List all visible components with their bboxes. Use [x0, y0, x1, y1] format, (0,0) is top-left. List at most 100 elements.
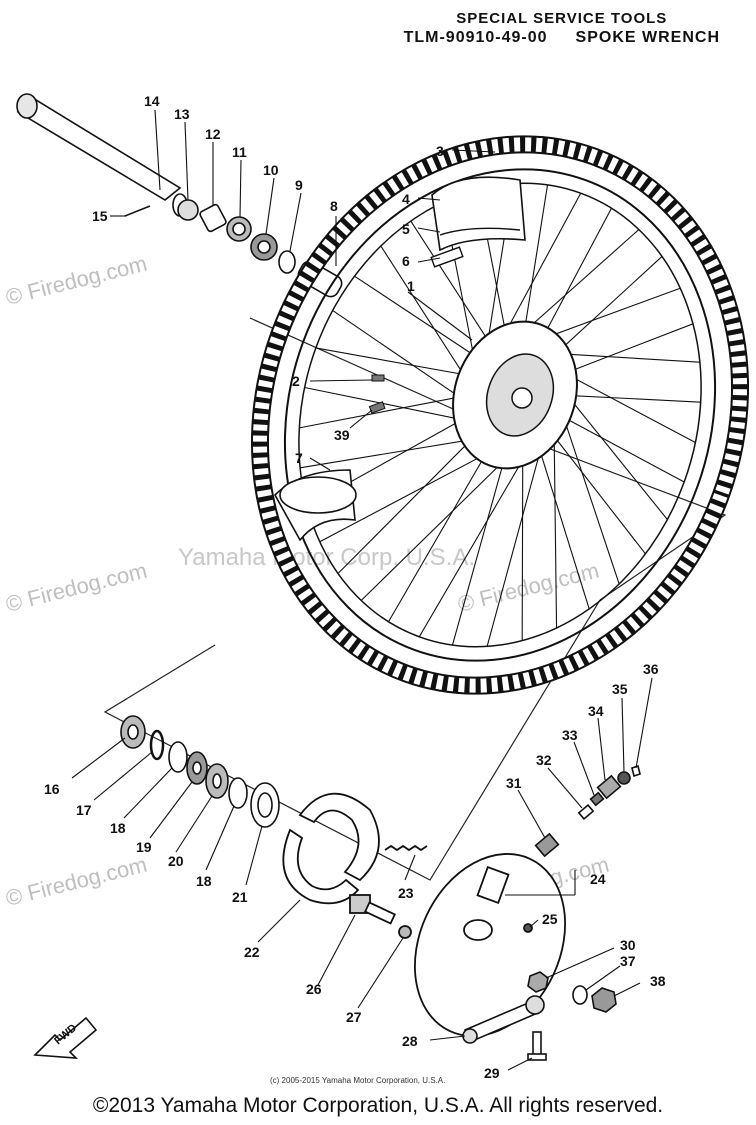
cable-adjuster-group: [534, 764, 641, 858]
watermark-firedog-2: © Firedog.com: [3, 558, 149, 617]
part-34-adjuster: [596, 774, 622, 800]
tool-name: SPOKE WRENCH: [575, 29, 720, 46]
label-part-33: 33: [562, 727, 578, 743]
part-5-rim-band: [439, 227, 521, 236]
part-12-spacer: [199, 203, 227, 233]
assembly-outline-upper: [249, 317, 727, 601]
spokes: [299, 183, 701, 647]
small-copyright: (c) 2005-2015 Yamaha Motor Corporation, …: [270, 1076, 446, 1085]
part-4-tube: [431, 176, 526, 252]
front-wheel-assembly: [250, 135, 750, 695]
label-part-18: 18: [110, 820, 126, 836]
part-39-spoke: [368, 401, 386, 414]
spoke: [354, 275, 481, 361]
label-part-18b: 18: [196, 873, 212, 889]
spoke: [380, 245, 472, 386]
label-part-28: 28: [402, 1033, 418, 1049]
brake-plate-boss: [463, 919, 493, 941]
spoke: [304, 386, 477, 424]
part-9-oil-seal: [278, 250, 296, 274]
leader-lines: [71, 109, 653, 1071]
watermark-firedog-1: © Firedog.com: [3, 251, 149, 310]
hub-internal-parts: [120, 715, 280, 828]
spoke: [299, 394, 471, 429]
tool-number: TLM-90910-49-00: [403, 29, 548, 46]
special-tools-header: SPECIAL SERVICE TOOLS TLM-90910-49-00 SPO…: [404, 10, 720, 47]
label-part-10: 10: [263, 162, 279, 178]
part-number-labels: 1 2 3 4 5 6 7 8 9 10 11 12 13 14 15 16 1…: [44, 93, 666, 1081]
spoke: [553, 422, 558, 628]
part-31-cable-adjuster: [534, 832, 560, 858]
spoke: [559, 394, 701, 403]
label-part-20: 20: [168, 853, 184, 869]
spoke: [418, 446, 531, 638]
spoke: [499, 192, 582, 344]
label-part-4: 4: [402, 191, 410, 207]
label-part-37: 37: [620, 953, 636, 969]
spoke: [388, 442, 493, 623]
watermark-firedog-3: © Firedog.com: [3, 852, 149, 911]
label-part-15: 15: [92, 208, 108, 224]
label-part-8: 8: [330, 198, 338, 214]
spoke: [537, 207, 612, 348]
label-part-11: 11: [232, 144, 247, 160]
watermark-firedog-4: © Firedog.com: [455, 558, 601, 617]
part-30-nut: [527, 971, 549, 993]
spoke: [522, 184, 549, 341]
label-part-35: 35: [612, 681, 628, 697]
label-part-21: 21: [232, 889, 248, 905]
label-part-23: 23: [398, 885, 414, 901]
label-part-13: 13: [174, 106, 190, 122]
spoke: [451, 449, 508, 646]
label-part-6: 6: [402, 253, 410, 269]
label-part-3: 3: [436, 143, 444, 159]
label-part-7: 7: [295, 450, 303, 466]
label-part-30: 30: [620, 937, 636, 953]
spoke: [319, 446, 500, 543]
part-23-spring: [384, 844, 428, 852]
brake-shoe-group: [282, 792, 428, 905]
spoke: [332, 310, 472, 406]
part-17-circlip: [149, 729, 165, 761]
label-part-34: 34: [588, 703, 604, 719]
part-35-nut: [617, 771, 631, 785]
label-part-19: 19: [136, 839, 152, 855]
spoke: [549, 430, 646, 555]
fwd-arrow-icon: [33, 1016, 98, 1059]
axle-head: [16, 93, 38, 119]
label-part-32: 32: [536, 752, 552, 768]
spoke: [557, 413, 685, 483]
spoke: [486, 436, 545, 647]
part-32-spring: [577, 803, 595, 821]
spoke: [300, 436, 487, 469]
part-38-nut: [591, 987, 617, 1013]
label-part-39: 39: [334, 427, 350, 443]
label-part-31: 31: [506, 775, 522, 791]
label-part-5: 5: [402, 221, 410, 237]
part-6-valve: [430, 246, 464, 268]
spoke: [549, 256, 663, 361]
part-22-brake-shoe-bottom: [282, 828, 360, 905]
spoke: [514, 229, 640, 341]
label-part-12: 12: [205, 126, 221, 142]
part-27-washer: [398, 925, 412, 939]
spoke: [360, 449, 516, 601]
label-part-36: 36: [643, 661, 659, 677]
footer-copyright: ©2013 Yamaha Motor Corporation, U.S.A. A…: [92, 1094, 664, 1117]
spoke: [410, 220, 493, 348]
label-part-38: 38: [650, 973, 666, 989]
label-part-1: 1: [407, 278, 415, 294]
label-part-29: 29: [484, 1065, 500, 1081]
brake-plate-group: [349, 853, 566, 1037]
header-tool-line: TLM-90910-49-00 SPOKE WRENCH: [404, 29, 720, 47]
axle-group: [16, 93, 343, 298]
part-25-screw: [523, 923, 533, 933]
label-part-14: 14: [144, 93, 160, 109]
part-2-spoke-nipple: [371, 374, 385, 382]
watermark-yamaha: Yamaha Motor Corp. U.S.A.: [178, 544, 475, 571]
header-title: SPECIAL SERVICE TOOLS: [456, 10, 668, 27]
label-part-24: 24: [590, 871, 606, 887]
label-part-25: 25: [542, 911, 558, 927]
spoke: [558, 385, 668, 520]
label-part-22: 22: [244, 944, 260, 960]
